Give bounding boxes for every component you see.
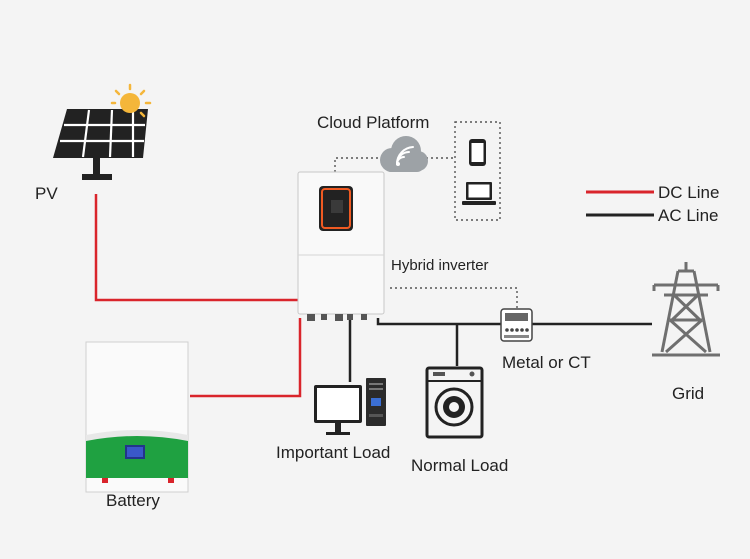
cloud-platform-label: Cloud Platform [317, 113, 430, 132]
comm-wires [334, 121, 518, 308]
battery-dc-line [190, 318, 302, 398]
dc-wires [94, 194, 302, 398]
important-load-label: Important Load [276, 443, 391, 462]
meter-link [390, 287, 518, 308]
sun-icon [110, 83, 152, 118]
normal-load-label: Normal Load [411, 456, 509, 475]
solar-panel-icon [53, 109, 148, 180]
hybrid-inverter-icon [297, 171, 385, 321]
pv-dc-line [94, 194, 298, 302]
pv-label: PV [35, 184, 58, 203]
battery-icon [85, 341, 189, 493]
devices-frame [454, 121, 501, 221]
cloud-wifi-icon [380, 136, 428, 172]
legend-ac-label: AC Line [658, 206, 719, 225]
legend-swatches [586, 190, 654, 217]
battery-label: Battery [106, 491, 160, 510]
grid-ac-line [376, 318, 652, 326]
grid-label: Grid [672, 384, 705, 403]
ac-wires [348, 318, 652, 382]
smartphone-icon [469, 139, 486, 166]
computer-icon [314, 378, 386, 435]
transmission-tower-icon [652, 262, 720, 357]
meter-label: Metal or CT [502, 353, 591, 372]
cloud-link [334, 157, 378, 172]
energy-meter-icon [500, 308, 533, 342]
washing-machine-icon [425, 366, 484, 439]
hybrid-inverter-label: Hybrid inverter [391, 257, 489, 274]
laptop-icon [462, 182, 496, 205]
legend-dc-label: DC Line [658, 183, 720, 202]
